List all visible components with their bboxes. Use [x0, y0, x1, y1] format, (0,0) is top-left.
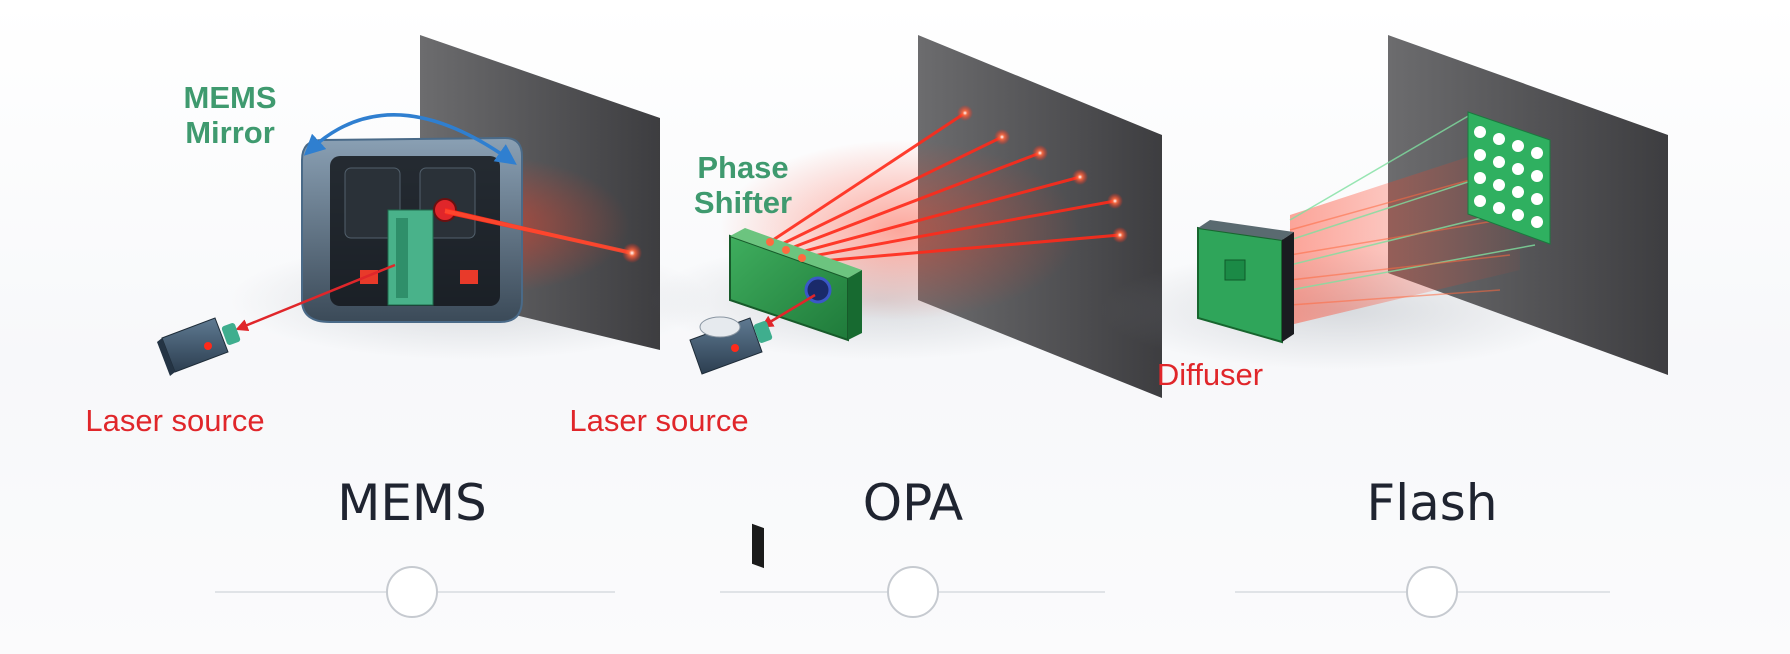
laser-source-icon [689, 316, 773, 375]
projected-dot [1474, 149, 1486, 161]
incident-beam [760, 293, 816, 328]
opa-laser-source-label: Laser source [569, 403, 748, 438]
projected-dot [1493, 133, 1505, 145]
projected-dot [1474, 172, 1486, 184]
projected-dots [1474, 126, 1543, 228]
phase-shifter-label-line1: Phase [697, 150, 788, 185]
selector-circle-icon[interactable] [386, 566, 438, 618]
opa-title: OPA [863, 474, 964, 532]
mems-mirror-housing [301, 136, 523, 323]
projected-dot [1512, 186, 1524, 198]
flash-title: Flash [1366, 474, 1497, 532]
selector-circle-icon[interactable] [1406, 566, 1458, 618]
selector-circle-icon[interactable] [887, 566, 939, 618]
mems-panel: MEMS Mirror Laser source [85, 35, 710, 438]
diffuser-device [1197, 220, 1294, 344]
dot-pattern-target [1467, 111, 1551, 245]
projected-dot [1512, 140, 1524, 152]
mems-title: MEMS [337, 474, 487, 532]
projected-dot [1531, 170, 1543, 182]
rotation-arrow-icon [303, 113, 517, 165]
mems-mirror-label-line1: MEMS [184, 80, 277, 115]
projected-dot [1512, 209, 1524, 221]
flash-panel: Diffuser [1100, 35, 1668, 392]
phase-shifter-label-line2: Shifter [694, 185, 792, 220]
mems-laser-source-label: Laser source [85, 403, 264, 438]
projected-dot [1531, 216, 1543, 228]
laser-spot [622, 243, 642, 263]
opa-panel: Phase Shifter Laser source [569, 35, 1162, 569]
projected-dot [1493, 179, 1505, 191]
projected-dot [1531, 193, 1543, 205]
projected-dot [1531, 147, 1543, 159]
incident-beam [235, 263, 396, 331]
mems-mirror-label-line2: Mirror [185, 115, 275, 150]
phase-shifter-board [729, 228, 862, 569]
projected-dot [1512, 163, 1524, 175]
projected-dot [1474, 126, 1486, 138]
laser-source-icon [157, 317, 241, 376]
beam-spots [957, 105, 1128, 243]
projected-dot [1493, 202, 1505, 214]
projected-dot [1474, 195, 1486, 207]
projected-dot [1493, 156, 1505, 168]
steered-beams [769, 111, 1121, 264]
diffuser-label: Diffuser [1157, 357, 1263, 392]
